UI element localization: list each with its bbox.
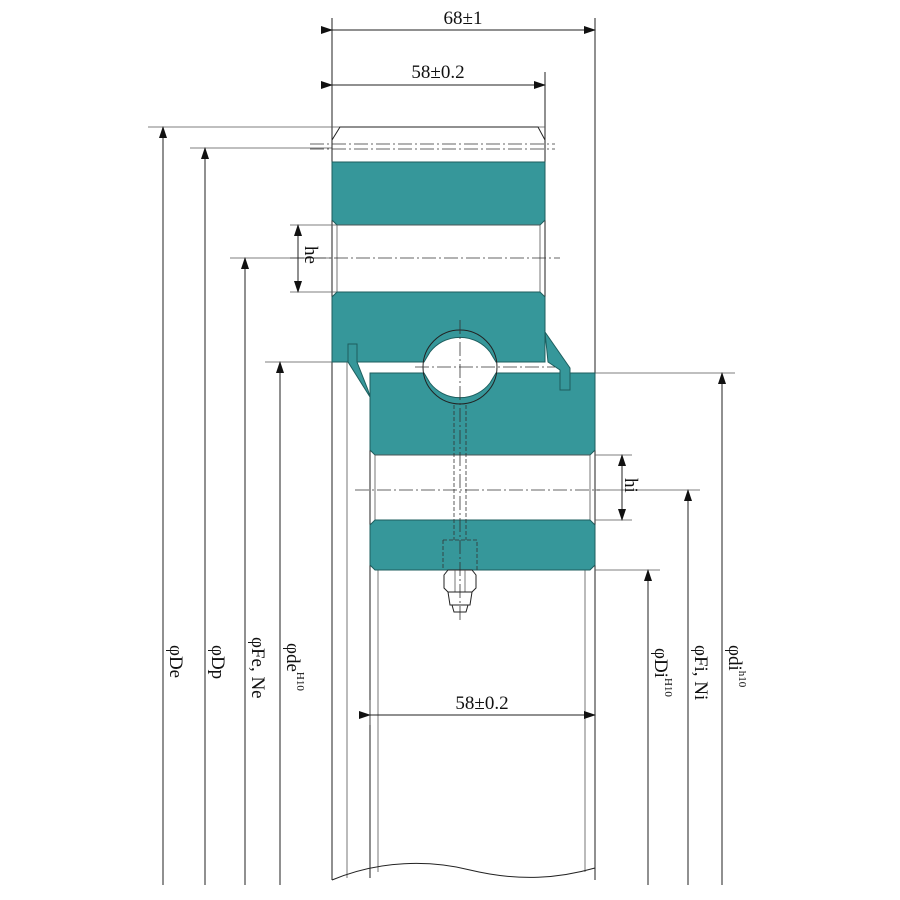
diameter-Di-label: φDiH10 — [650, 648, 674, 697]
hi-label: hi — [620, 478, 641, 493]
seal-right — [544, 330, 571, 391]
outer-ring-mounting-hole-band — [336, 224, 541, 293]
diameter-Dp-label: φDp — [207, 645, 228, 679]
diameter-di-label: φdih10 — [724, 645, 748, 688]
diameter-Fe-Ne-label: φFe, Ne — [247, 637, 268, 699]
inner-ring-mounting-hole-band — [374, 454, 591, 521]
outer-ring-raceway-section — [331, 291, 546, 363]
inner-ring-raceway-section — [369, 372, 596, 456]
outer-ring-upper-section — [331, 161, 546, 226]
grease-nipple — [442, 405, 478, 613]
outer-ring-top-edge — [331, 126, 546, 163]
he-label: he — [300, 246, 321, 264]
inner-ring-width-label: 58±0.2 — [455, 693, 508, 714]
diameter-Fi-Ni-label: φFi, Ni — [690, 645, 711, 700]
diameter-de-label: φdeH10 — [282, 643, 306, 691]
overall-width-label: 68±1 — [444, 8, 483, 29]
diameter-De-label: φDe — [165, 645, 186, 678]
outer-ring-width-label: 58±0.2 — [411, 62, 464, 83]
inner-ring-lower-section — [369, 519, 596, 571]
break-line — [331, 862, 596, 881]
seal-left — [347, 343, 371, 398]
